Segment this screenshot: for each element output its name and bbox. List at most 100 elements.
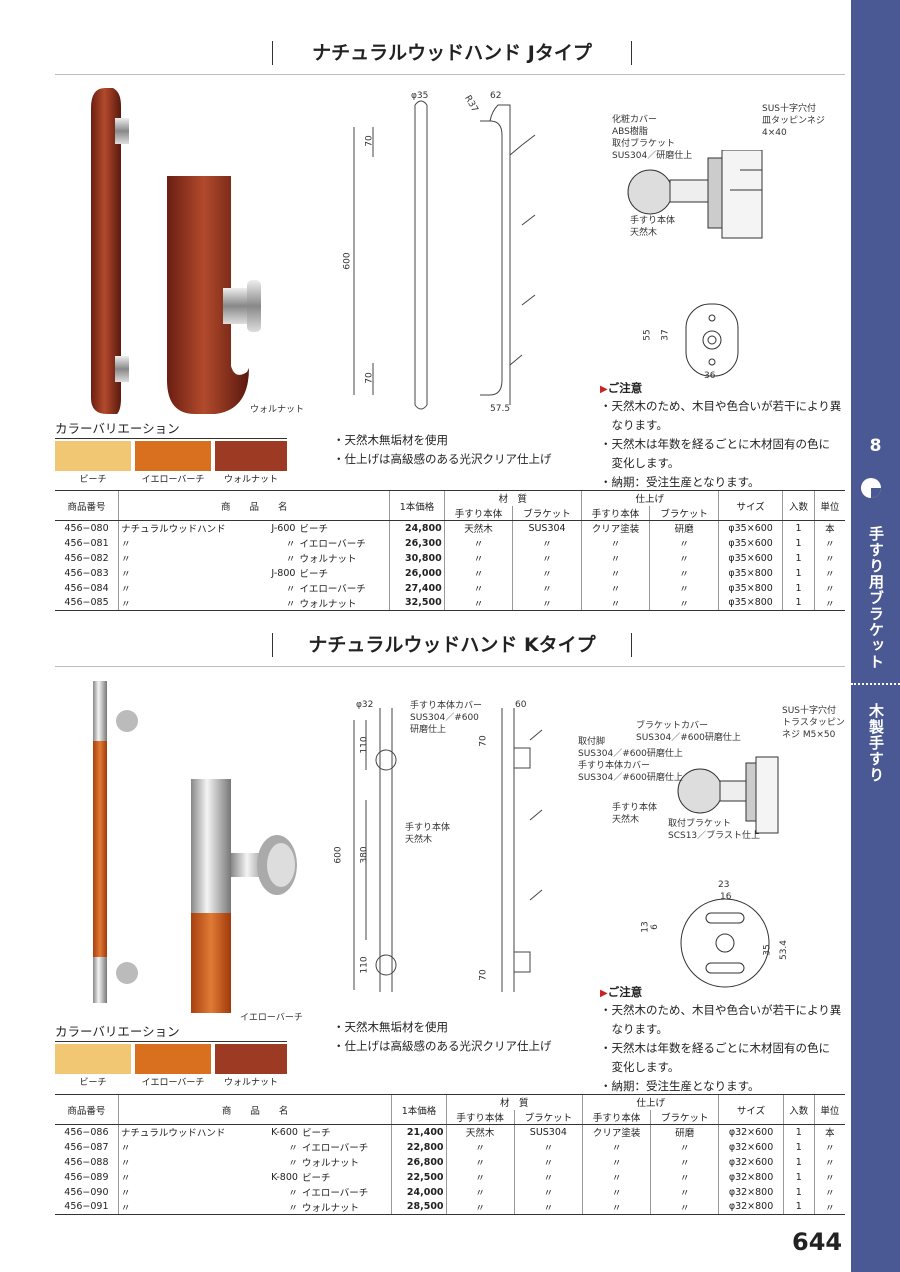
table-cell: 〃 xyxy=(513,1184,583,1200)
table-cell: 〃 xyxy=(813,595,845,611)
dim-slot-w: 23 xyxy=(718,880,730,890)
table-cell: 〃 xyxy=(117,1199,260,1215)
table-cell: 456−083 xyxy=(64,567,109,579)
table-cell: 1 xyxy=(782,535,815,551)
dim-plate-h: 55 xyxy=(642,329,653,341)
product-photo-j xyxy=(91,88,261,414)
dim-hole-pitch: 37 xyxy=(660,329,671,341)
table-cell: 天然木 xyxy=(445,1124,515,1140)
table-cell: 〃 xyxy=(581,1199,651,1215)
swatch-label: イエローバーチ xyxy=(141,1078,205,1088)
table-cell: 〃 xyxy=(445,1199,515,1215)
table-cell: イエローバーチ xyxy=(301,1188,369,1199)
table-cell: 456−086 xyxy=(64,1126,109,1138)
table-cell: φ35×800 xyxy=(717,565,783,581)
table-cell: SUS304 xyxy=(512,520,582,536)
table-cell: φ32×600 xyxy=(718,1154,784,1170)
table-cell: 1 xyxy=(782,1199,815,1215)
chapter-sidebar xyxy=(851,0,900,1272)
table-cell: 〃 xyxy=(117,1139,260,1155)
color-rule xyxy=(55,438,287,439)
sidebar-label-bracket: 手すり用ブラケット xyxy=(867,526,885,670)
table-cell: 〃 xyxy=(513,1199,583,1215)
dim-top: 110 xyxy=(359,736,370,754)
table-cell: ビーチ xyxy=(301,1128,331,1140)
bracket-plan-k xyxy=(680,898,770,988)
table-cell: 1 xyxy=(782,1184,815,1200)
table-cell: 〃 xyxy=(285,554,296,565)
table-cell: 〃 xyxy=(813,1154,845,1170)
label-body-k: 手すり本体天然木 xyxy=(405,823,451,845)
table-cell: 〃 xyxy=(580,580,650,596)
table-cell: 〃 xyxy=(445,1169,515,1185)
table-cell: ビーチ xyxy=(299,569,328,580)
table-cell: φ32×600 xyxy=(718,1124,784,1140)
table-cell: 456−082 xyxy=(64,552,109,564)
chapter-number: 8 xyxy=(869,436,882,456)
table-cell: 〃 xyxy=(443,535,513,551)
dim-plate-w: 36 xyxy=(704,371,716,381)
table-cell: 〃 xyxy=(445,1184,515,1200)
dim-bracket-bottom: 70 xyxy=(478,969,489,981)
dim-projection: 60 xyxy=(515,700,527,710)
dim-plate-dia: 53.4 xyxy=(779,939,790,961)
table-cell: 〃 xyxy=(445,1154,515,1170)
table-cell: 〃 xyxy=(285,539,296,550)
table-cell: 456−087 xyxy=(64,1141,109,1153)
table-cell: φ32×800 xyxy=(718,1169,784,1185)
table-cell: 30,800 xyxy=(389,550,445,566)
table-cell: 〃 xyxy=(581,1169,651,1185)
table-cell: 〃 xyxy=(650,1139,719,1155)
dimension-drawing-k xyxy=(353,708,543,992)
table-cell: 研磨 xyxy=(649,520,719,536)
table-cell: 〃 xyxy=(260,595,298,611)
table-cell: φ32×800 xyxy=(718,1199,784,1215)
table-cell: 〃 xyxy=(117,1184,260,1200)
color-title-j: カラーバリエーション xyxy=(55,421,180,436)
table-cell: 〃 xyxy=(580,550,650,566)
table-cell: 456−085 xyxy=(55,595,119,611)
dim-bottom: 70 xyxy=(364,372,375,384)
swatch-yellow-birch xyxy=(135,441,211,471)
dim-projection: 62 xyxy=(490,91,502,101)
table-cell: K-600 xyxy=(271,1126,298,1138)
table-cell: 〃 xyxy=(288,1188,298,1199)
table-cell: 〃 xyxy=(649,550,719,566)
swatch-yellow-birch xyxy=(135,1044,211,1074)
table-cell: 456−081 xyxy=(64,537,109,549)
table-cell: 26,000 xyxy=(389,565,445,581)
table-cell: ナチュラルウッドハンド xyxy=(118,520,261,536)
swatch-label: イエローバーチ xyxy=(141,475,205,485)
note-title-j: ▶ご注意 xyxy=(600,381,643,395)
table-cell: φ32×800 xyxy=(718,1184,784,1200)
section-title-j: ナチュラルウッドハンド Jタイプ xyxy=(272,41,632,65)
table-cell: 1 xyxy=(782,595,815,611)
swatch-beech xyxy=(55,441,131,471)
table-cell: 1 xyxy=(782,550,815,566)
table-cell: 456−090 xyxy=(64,1186,109,1198)
table-cell: ウォルナット xyxy=(299,554,357,565)
label-body-j: 手すり本体天然木 xyxy=(630,216,676,238)
table-cell: ウォルナット xyxy=(297,595,390,611)
table-cell: 32,500 xyxy=(389,595,445,611)
table-cell: 研磨 xyxy=(650,1124,719,1140)
table-cell: 456−088 xyxy=(64,1156,109,1168)
table-cell: 24,000 xyxy=(391,1184,447,1200)
table-cell: 天然木 xyxy=(443,520,513,536)
table-cell: ウォルナット xyxy=(299,1199,392,1215)
table-cell: 〃 xyxy=(512,580,582,596)
table-cell: 本 xyxy=(813,1124,845,1140)
table-cell: ウォルナット xyxy=(301,1158,359,1169)
table-cell: 〃 xyxy=(813,535,845,551)
table-cell: 1 xyxy=(782,580,815,596)
table-cell: SUS304 xyxy=(513,1124,583,1140)
